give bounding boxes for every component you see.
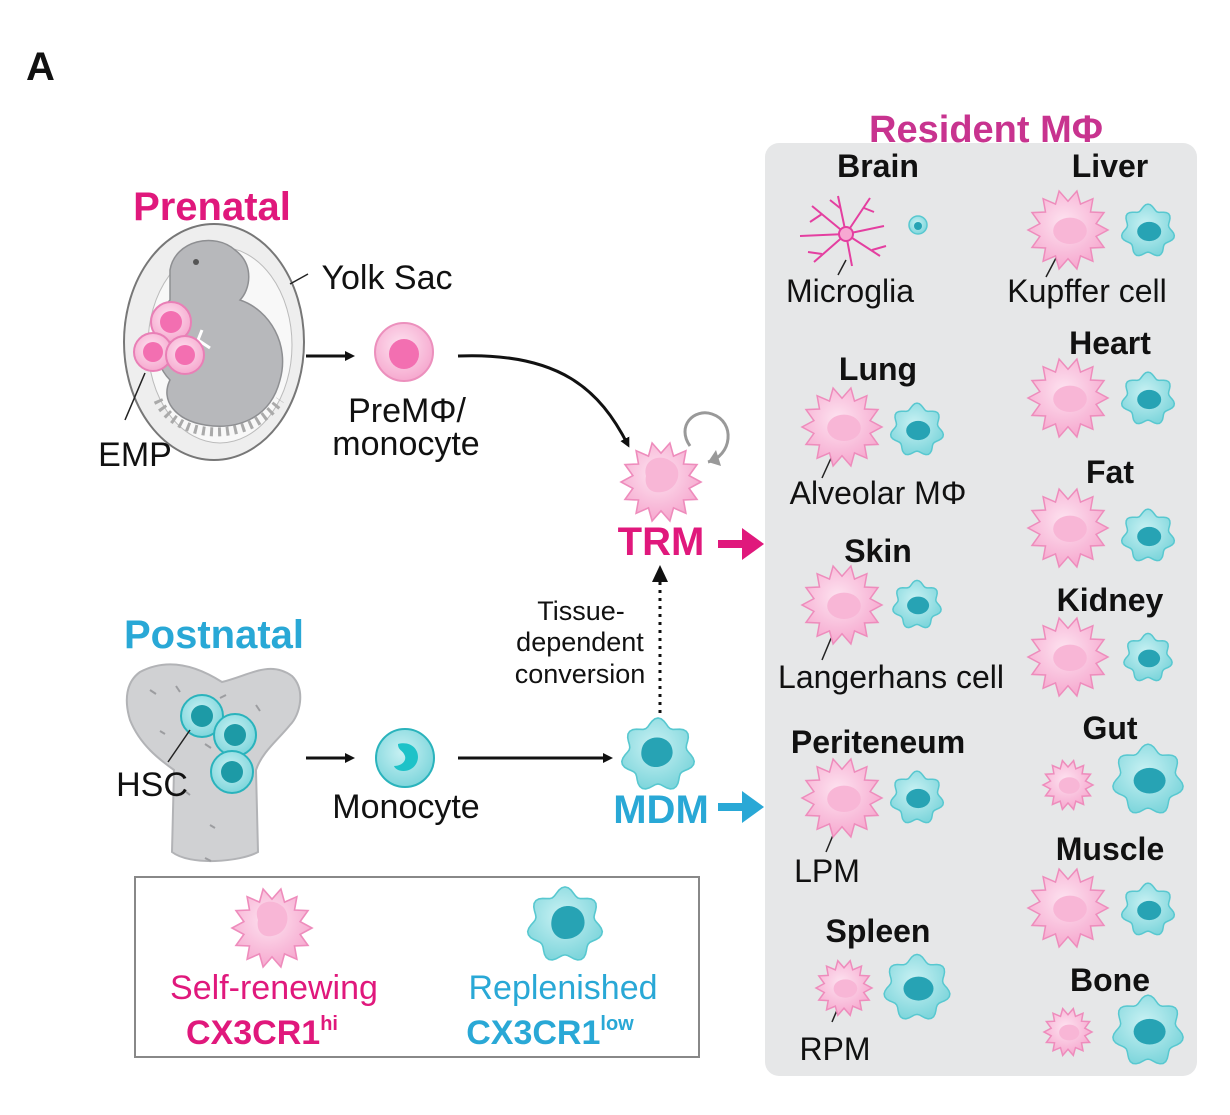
trm-cell: [619, 441, 703, 523]
heart-blue-cell: [1120, 371, 1176, 425]
kidney-blue-cell: [1123, 632, 1173, 682]
premph-cell: [374, 322, 434, 382]
yolk-sac-label: Yolk Sac: [321, 259, 452, 297]
yolk-sac-embryo: [123, 223, 305, 461]
periteneum-blue-cell: [889, 770, 945, 824]
label-langerhans: Langerhans cell: [778, 659, 1004, 695]
mdm-cell: [620, 717, 696, 790]
hsc-pointer: [167, 729, 191, 763]
microglia-cell: [799, 195, 887, 267]
resident-macrophage-cells: [800, 189, 1184, 1065]
langerhans-pink-cell: [800, 564, 884, 646]
heart-pink-cell: [1026, 357, 1110, 439]
self-renew-loop: [683, 411, 730, 464]
mdm-to-resident-arrow: [718, 791, 764, 823]
panel-label: A: [26, 45, 55, 89]
mdm-label: MDM: [613, 788, 709, 832]
kidney-pink-cell: [1026, 616, 1110, 698]
legend-cx3cr1-hi: CX3CR1hi: [186, 1013, 338, 1052]
organ-spleen: Spleen: [826, 913, 931, 949]
organ-skin: Skin: [844, 533, 912, 569]
premph-label-1: PreMΦ/: [348, 392, 466, 430]
spleen-blue-cell: [883, 953, 951, 1020]
bone-pink-cell: [1042, 1007, 1094, 1057]
monocyte-label: Monocyte: [332, 788, 479, 826]
self-renew-arrowhead: [708, 450, 721, 466]
hsc-cells: [180, 694, 257, 794]
gut-blue-cell: [1112, 743, 1184, 814]
organ-heart: Heart: [1069, 325, 1151, 361]
emp-pointer: [124, 372, 146, 421]
yolk-sac-pointer: [289, 273, 309, 285]
rpm-pink-cell: [814, 959, 874, 1017]
emp-label: EMP: [98, 436, 172, 474]
label-alveolar: Alveolar MΦ: [790, 475, 967, 511]
microglia-blue-cell: [908, 215, 928, 235]
fat-blue-cell: [1120, 508, 1176, 562]
organ-lung: Lung: [839, 351, 917, 387]
organ-bone: Bone: [1070, 962, 1150, 998]
kupffer-pink-cell: [1026, 189, 1110, 271]
postnatal-title: Postnatal: [124, 613, 304, 657]
organ-brain: Brain: [837, 148, 919, 184]
skin-blue-cell: [892, 579, 942, 629]
muscle-pink-cell: [1026, 867, 1110, 949]
trm-label: TRM: [618, 520, 705, 564]
bone-blue-cell: [1112, 994, 1184, 1065]
legend-replenished-cell: [526, 886, 604, 961]
organ-muscle: Muscle: [1056, 831, 1164, 867]
organ-fat: Fat: [1086, 454, 1134, 490]
trm-to-resident-arrow: [718, 528, 764, 560]
muscle-blue-cell: [1120, 882, 1176, 936]
organ-gut: Gut: [1082, 710, 1137, 746]
conversion-label-3: conversion: [515, 659, 646, 689]
liver-blue-cell: [1120, 203, 1176, 257]
prenatal-title: Prenatal: [133, 185, 291, 229]
legend-self-renewing: Self-renewing: [170, 969, 378, 1007]
hsc-label: HSC: [116, 766, 188, 804]
fat-pink-cell: [1026, 487, 1110, 569]
organ-periteneum: Periteneum: [791, 724, 965, 760]
organ-liver: Liver: [1072, 148, 1148, 184]
conversion-label-1: Tissue-: [537, 596, 625, 626]
legend-box: [134, 876, 700, 1058]
label-kupffer: Kupffer cell: [1007, 273, 1167, 309]
premph-label-2: monocyte: [332, 425, 479, 463]
resident-title: Resident MΦ: [869, 109, 1103, 151]
lpm-pink-cell: [800, 757, 884, 839]
monocyte-cell: [375, 728, 435, 788]
legend-replenished: Replenished: [468, 969, 657, 1007]
legend-self-renewing-cell: [230, 887, 314, 969]
label-lpm: LPM: [794, 853, 860, 889]
conversion-label-2: dependent: [516, 627, 644, 657]
label-rpm: RPM: [799, 1031, 870, 1067]
gut-pink-cell: [1041, 759, 1095, 811]
emp-cells: [133, 301, 205, 375]
legend-cx3cr1-low: CX3CR1low: [466, 1013, 634, 1052]
organ-kidney: Kidney: [1057, 582, 1164, 618]
lung-blue-cell: [889, 402, 945, 456]
conversion-arrowhead: [652, 565, 668, 582]
alveolar-pink-cell: [800, 386, 884, 468]
label-microglia: Microglia: [786, 273, 914, 309]
prenatal-curve-arrow: [457, 354, 630, 448]
